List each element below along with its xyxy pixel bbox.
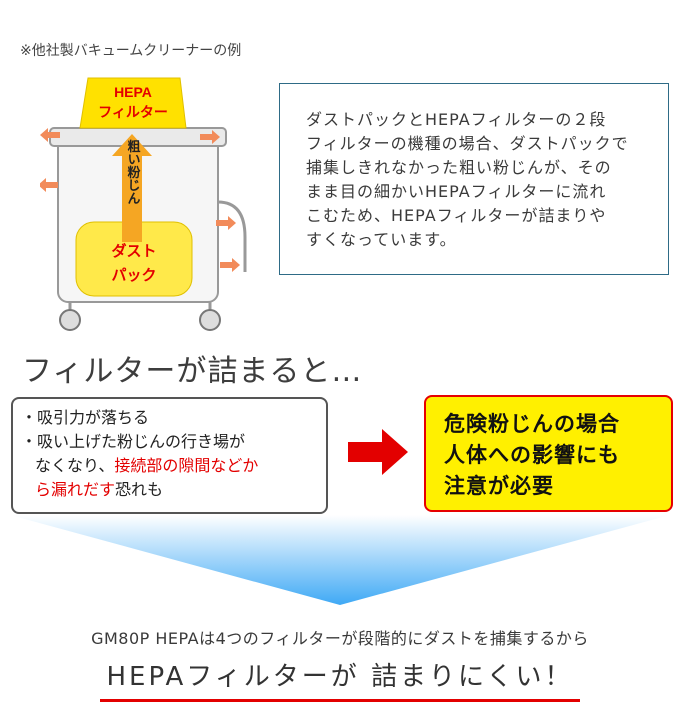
dust-label-1: ダスト xyxy=(111,242,156,260)
hepa-filter-shape xyxy=(79,77,187,129)
list-text: 恐れも xyxy=(115,480,164,499)
hepa-label-2: フィルター xyxy=(98,105,168,121)
tagline: HEPAフィルターが 詰まりにくい！ xyxy=(100,656,580,702)
warning-line: 人体への影響にも xyxy=(444,443,620,467)
wheel-left xyxy=(59,309,81,331)
info-line: まま目の細かいHEPAフィルターに流れ xyxy=(306,182,607,201)
section-heading: フィルターが詰まると… xyxy=(22,354,363,389)
list-text: なくなり、 xyxy=(35,456,115,475)
example-note: ※他社製バキュームクリーナーの例 xyxy=(20,43,242,59)
info-line: すくなっています。 xyxy=(306,230,457,249)
info-line: フィルターの機種の場合、ダストパックで xyxy=(306,134,629,153)
vacuum-hose xyxy=(217,200,247,272)
coarse-dust-arrow xyxy=(112,134,152,242)
funnel-down-arrow xyxy=(10,515,670,605)
info-line: こむため、HEPAフィルターが詰まりや xyxy=(306,206,607,225)
info-line: 捕集しきれなかった粗い粉じんが、その xyxy=(306,158,612,177)
hepa-label-1: HEPA xyxy=(114,84,152,100)
list-item: ・吸い上げた粉じんの行き場が xyxy=(21,432,246,451)
right-arrow-icon xyxy=(348,429,408,475)
wheel-right xyxy=(199,309,221,331)
list-text-highlight: ら漏れだす xyxy=(35,480,116,499)
list-item: なくなり、接続部の隙間などか xyxy=(21,454,318,478)
warning-line: 危険粉じんの場合 xyxy=(444,412,620,436)
list-item: ら漏れだす恐れも xyxy=(21,478,318,502)
info-line: ダストパックとHEPAフィルターの２段 xyxy=(306,110,607,129)
warning-box: 危険粉じんの場合 人体への影響にも 注意が必要 xyxy=(424,395,673,512)
consequence-list: ・吸引力が落ちる ・吸い上げた粉じんの行き場が なくなり、接続部の隙間などか ら… xyxy=(11,397,328,514)
arrow-text: 粗い粉じん xyxy=(125,139,141,205)
list-text-highlight: 接続部の隙間などか xyxy=(114,456,259,475)
vacuum-diagram: HEPA フィルター ダスト パック 粗い粉じん xyxy=(40,77,247,331)
dust-label-2: パック xyxy=(111,266,156,284)
warning-line: 注意が必要 xyxy=(444,474,554,498)
caption-text: GM80P HEPAは4つのフィルターが段階的にダストを捕集するから xyxy=(91,629,589,648)
list-item: ・吸引力が落ちる xyxy=(21,408,150,427)
airflow-arrows xyxy=(40,128,240,272)
explanation-box: ダストパックとHEPAフィルターの２段 フィルターの機種の場合、ダストパックで … xyxy=(279,83,669,275)
